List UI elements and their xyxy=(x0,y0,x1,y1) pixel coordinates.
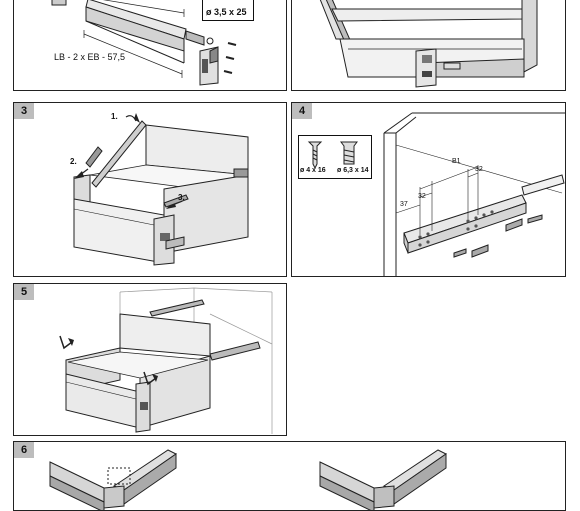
dimension-37: 37 xyxy=(400,201,408,208)
step-6-panel: 6 xyxy=(13,441,566,511)
dimension-32-left: 32 xyxy=(418,193,426,200)
step-number: 4 xyxy=(292,103,312,119)
step-label-3: 3. xyxy=(178,193,185,202)
step-number: 3 xyxy=(14,103,34,119)
step-1-panel: ø 3,5 x 25 LB - 2 x EB - 57,5 xyxy=(13,0,287,91)
step-2-panel xyxy=(291,0,566,91)
drawer-insertion-illustration xyxy=(59,287,273,434)
step-3-panel: 3 1. 2. 3. xyxy=(13,102,287,277)
screw-spec-label: ø 3,5 x 25 xyxy=(206,7,247,17)
dimension-b1: B1 xyxy=(452,158,461,165)
step-number: 5 xyxy=(14,284,34,300)
screw-legend-box xyxy=(298,135,372,179)
corner-connector-illustration xyxy=(49,449,447,510)
drawer-assembly-illustration xyxy=(73,113,249,266)
drawer-box-illustration xyxy=(319,0,538,88)
screw-a-label: ø 4 x 16 xyxy=(300,167,326,174)
step-number: 6 xyxy=(14,442,34,458)
step-label-2: 2. xyxy=(70,157,77,166)
step-label-1: 1. xyxy=(111,112,118,121)
step-4-panel: 4 xyxy=(291,102,566,277)
screw-icon xyxy=(307,141,358,170)
cabinet-mounting-illustration xyxy=(383,112,565,276)
dimension-32-right: 32 xyxy=(475,166,483,173)
screw-spec-box xyxy=(202,0,254,21)
step-5-panel: 5 xyxy=(13,283,287,436)
rail-cutting-illustration xyxy=(51,0,237,86)
screw-b-label: ø 6,3 x 14 xyxy=(337,167,369,174)
rail-length-formula: LB - 2 x EB - 57,5 xyxy=(54,52,126,62)
